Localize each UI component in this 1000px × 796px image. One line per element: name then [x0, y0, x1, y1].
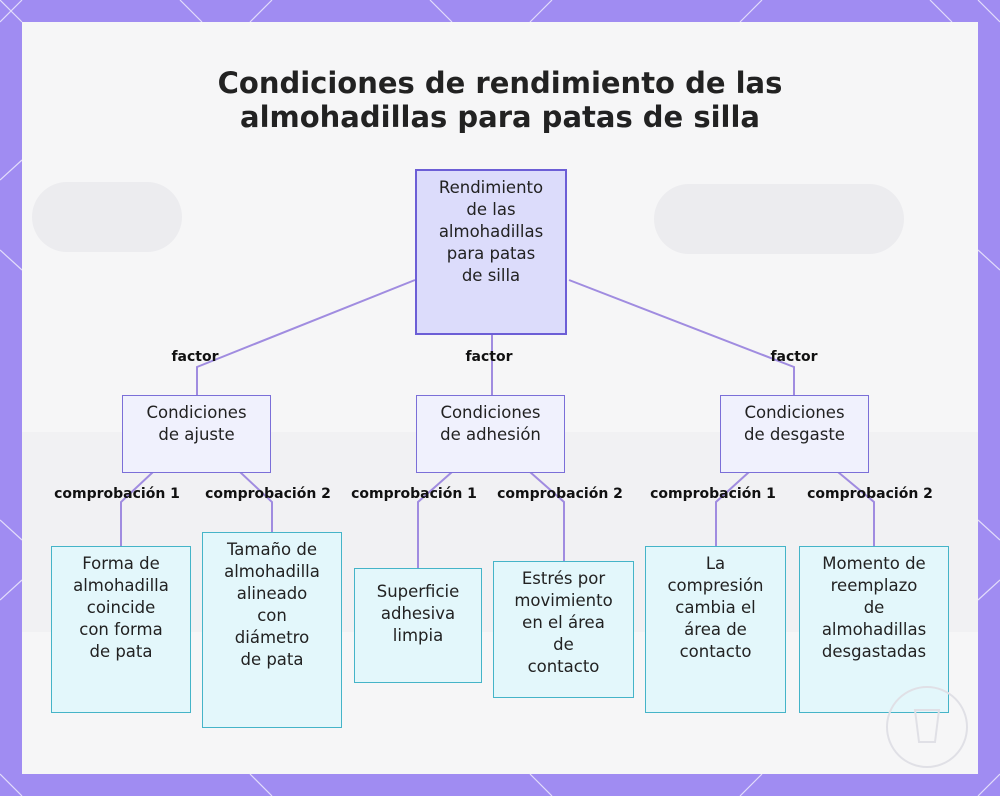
- edge-label-factor-fit: factor: [171, 349, 218, 365]
- diagram-panel: Condiciones de rendimiento de las almoha…: [22, 22, 978, 774]
- edge-label-fit-check1: comprobación 1: [54, 486, 180, 502]
- watermark-cup-icon: [880, 682, 974, 772]
- connector-fit-check1: [121, 472, 153, 546]
- edge-label-adhesion-check2: comprobación 2: [497, 486, 623, 502]
- connector-wear-check1: [716, 472, 749, 546]
- check-compression-area-node: La compresión cambia el área de contacto: [645, 546, 786, 713]
- edge-label-fit-check2: comprobación 2: [205, 486, 331, 502]
- check-size-aligned-node: Tamaño de almohadilla alineado con diáme…: [202, 532, 342, 728]
- check-movement-stress-node: Estrés por movimiento en el área de cont…: [493, 561, 634, 698]
- edge-label-wear-check2: comprobación 2: [807, 486, 933, 502]
- connector-root-fit: [197, 280, 415, 395]
- edge-label-factor-adhesion: factor: [465, 349, 512, 365]
- category-adhesion-node: Condiciones de adhesión: [416, 395, 565, 473]
- root-node: Rendimiento de las almohadillas para pat…: [415, 169, 567, 335]
- category-fit-node: Condiciones de ajuste: [122, 395, 271, 473]
- category-wear-node: Condiciones de desgaste: [720, 395, 869, 473]
- edge-label-wear-check1: comprobación 1: [650, 486, 776, 502]
- connector-fit-check2: [240, 472, 272, 532]
- connector-wear-check2: [838, 472, 874, 546]
- connector-root-wear: [569, 280, 794, 395]
- check-clean-surface-node: Superficie adhesiva limpia: [354, 568, 482, 683]
- check-shape-match-node: Forma de almohadilla coincide con forma …: [51, 546, 191, 713]
- edge-label-adhesion-check1: comprobación 1: [351, 486, 477, 502]
- edge-label-factor-wear: factor: [770, 349, 817, 365]
